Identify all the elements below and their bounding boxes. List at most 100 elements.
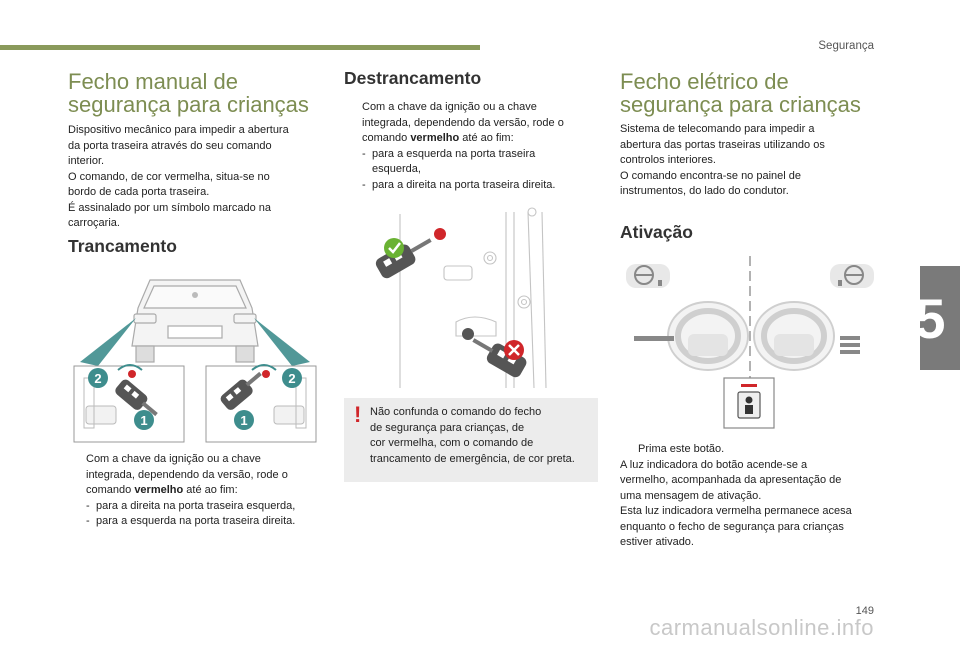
col3-subtitle: Ativação xyxy=(620,222,693,242)
destrancamento-figure xyxy=(375,207,547,389)
red-control-icon xyxy=(434,228,446,240)
col3-body: A luz indicadora do botão acende-se a ve… xyxy=(620,458,896,551)
ativacao-figure xyxy=(626,256,874,429)
col2-bullet: Com a chave da ignição ou a chave integr… xyxy=(344,100,600,147)
col2-sub-text: para a esquerda na porta traseira xyxy=(372,147,536,160)
col1-bullet-line: integrada, dependendo da versão, rode o xyxy=(86,468,288,481)
warning-line: Não confunda o comando do fecho xyxy=(370,406,542,418)
lhd-steering-small-icon xyxy=(626,264,670,288)
col1-intro-line: bordo de cada porta traseira. xyxy=(68,186,210,198)
col2-bullet-line: comando vermelho até ao fim: xyxy=(362,131,600,147)
col3-intro: Sistema de telecomando para impedir a ab… xyxy=(620,122,890,200)
right-pointer-icon xyxy=(254,318,310,366)
col2-bullet-line: integrada, dependendo da versão, rode o xyxy=(362,116,564,129)
col2-sub-list: -para a esquerda na porta traseira esque… xyxy=(344,147,600,194)
header-accent-bar xyxy=(0,45,480,50)
left-steering-wheel-icon xyxy=(667,301,749,371)
left-pointer-icon xyxy=(80,318,136,366)
col1-sub-item: -para a esquerda na porta traseira direi… xyxy=(86,515,296,527)
col2-bullet-text: até ao fim: xyxy=(459,132,514,144)
col1-bullet-line: comando vermelho até ao fim: xyxy=(86,483,340,499)
col1-bullet-bold: vermelho xyxy=(134,484,184,496)
step-badge-1-right xyxy=(234,410,254,430)
chapter-tab xyxy=(920,266,960,370)
col1-bullet-text: comando xyxy=(86,484,135,496)
black-control-icon xyxy=(462,328,474,340)
col1-sub-item: -para a direita na porta traseira esquer… xyxy=(86,499,296,512)
col2-bullet-bold: vermelho xyxy=(410,132,460,144)
col1-intro: Dispositivo mecânico para impedir a aber… xyxy=(68,123,338,232)
col3-body-line: vermelho, acompanhada da apresentação de xyxy=(620,474,842,486)
col1-subtitle: Trancamento xyxy=(68,236,177,256)
col1-title: Fecho manual de segurança para crianças xyxy=(68,70,338,116)
col1-intro-line: O comando, de cor vermelha, situa-se no xyxy=(68,170,270,183)
col1-instructions: Com a chave da ignição ou a chave integr… xyxy=(68,452,340,530)
step-badge-2-left xyxy=(88,368,108,388)
car-rear-illustration xyxy=(131,279,259,363)
warning-box xyxy=(344,398,598,482)
col3-body-line: A luz indicadora do botão acende-se a xyxy=(620,458,808,471)
section-label: Segurança xyxy=(818,40,874,52)
watermark: carmanualsonline.info xyxy=(649,615,874,640)
col3-body-line: uma mensagem de ativação. xyxy=(620,489,762,502)
col3-bullet: Prima este botão. xyxy=(620,442,896,458)
correct-key-icon xyxy=(375,238,432,279)
col1-sub-text: para a esquerda na porta traseira direit… xyxy=(96,515,296,527)
warning-icon: ! xyxy=(354,402,362,427)
col1-intro-line: É assinalado por um símbolo marcado na xyxy=(68,201,271,214)
col3-body-line: enquanto o fecho de segurança para crian… xyxy=(620,520,844,533)
step-badge-2-right-label: 2 xyxy=(288,371,295,386)
right-key-icon xyxy=(220,371,262,410)
trancamento-figure: 2 1 2 1 xyxy=(73,279,317,443)
chapter-number: 5 xyxy=(914,287,946,350)
col3-intro-line: O comando encontra-se no painel de xyxy=(620,169,802,182)
col3-title: Fecho elétrico de segurança para criança… xyxy=(620,70,890,116)
left-key-icon xyxy=(115,379,158,417)
col3-intro-line: controlos interiores. xyxy=(620,154,716,166)
col2-title: Destrancamento xyxy=(344,68,482,88)
col1-bullet-text: até ao fim: xyxy=(183,484,238,496)
col2-sub-item: -para a esquerda na porta traseira xyxy=(362,147,536,160)
col1-sub-text: para a direita na porta traseira esquerd… xyxy=(96,499,296,512)
col1-title-line2: segurança para crianças xyxy=(68,92,309,117)
warning-line: de segurança para crianças, de xyxy=(370,421,525,434)
step-badge-1-left xyxy=(134,410,154,430)
left-red-control-icon xyxy=(128,370,136,378)
col1-intro-line: da porta traseira através do seu comando xyxy=(68,139,272,152)
step-badge-2-left-label: 2 xyxy=(94,371,101,386)
right-red-control-icon xyxy=(262,370,270,378)
col1-sub-list: -para a direita na porta traseira esquer… xyxy=(68,499,340,530)
col2-sub-text: para a direita na porta traseira direita… xyxy=(372,178,556,191)
rhd-steering-small-icon xyxy=(830,264,874,288)
step-badge-2-right xyxy=(282,368,302,388)
col3-title-line1: Fecho elétrico de xyxy=(620,69,789,94)
col3-intro-line: abertura das portas traseiras utilizando… xyxy=(620,138,825,151)
col3-intro-line: instrumentos, do lado do condutor. xyxy=(620,185,789,197)
col1-intro-line: Dispositivo mecânico para impedir a aber… xyxy=(68,124,289,136)
col3-bullet-text: Prima este botão. xyxy=(638,443,725,455)
left-door-latch xyxy=(83,377,117,429)
col3-body-line: Esta luz indicadora vermelha permanece a… xyxy=(620,505,852,517)
col2-bullet-line: Com a chave da ignição ou a chave xyxy=(362,101,537,113)
col1-bullet: Com a chave da ignição ou a chave integr… xyxy=(68,452,340,499)
check-icon xyxy=(384,238,404,258)
col2-bullet-text: comando xyxy=(362,132,411,144)
right-rotate-arrow-icon xyxy=(251,364,277,371)
warning-line: trancamento de emergência, de cor preta. xyxy=(370,452,575,465)
step-badge-1-right-label: 1 xyxy=(240,413,247,428)
warning-line: cor vermelha, com o comando de xyxy=(370,437,534,449)
col3-instructions: Prima este botão. A luz indicadora do bo… xyxy=(620,442,896,551)
step-badge-1-left-label: 1 xyxy=(140,413,147,428)
car-logo-icon xyxy=(192,292,198,298)
col3-intro-line: Sistema de telecomando para impedir a xyxy=(620,123,815,135)
warning-text: Não confunda o comando do fecho de segur… xyxy=(370,405,592,467)
right-button-strip xyxy=(840,336,860,354)
col2-sub-item: -para a direita na porta traseira direit… xyxy=(362,178,556,191)
col1-intro-line: carroçaria. xyxy=(68,217,120,229)
left-rotate-arrow-icon xyxy=(117,364,143,371)
right-door-latch xyxy=(273,377,307,429)
page-number: 149 xyxy=(855,605,874,617)
col1-bullet-line: Com a chave da ignição ou a chave xyxy=(86,453,261,465)
indicator-light xyxy=(741,384,757,387)
col1-title-line1: Fecho manual de xyxy=(68,69,238,94)
